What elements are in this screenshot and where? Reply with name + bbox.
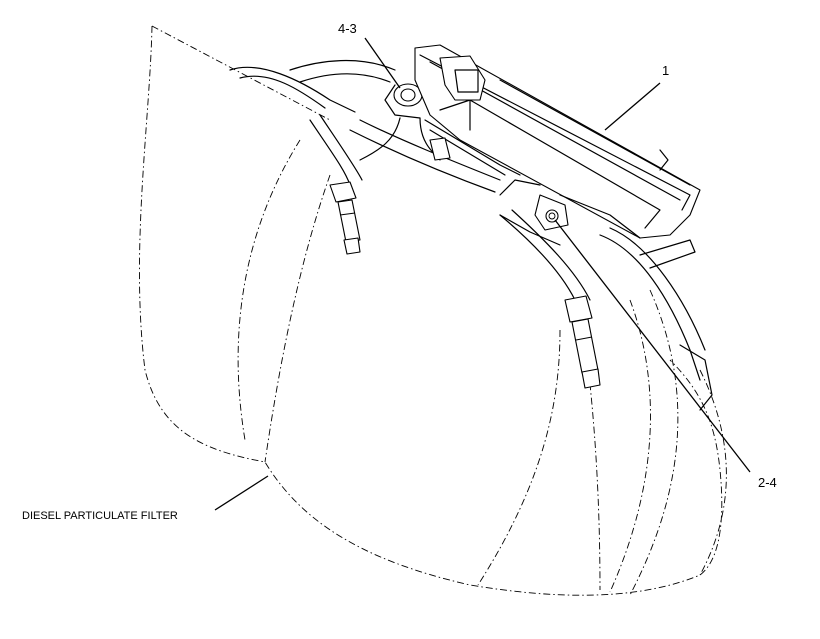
callout-diesel-particulate-filter: DIESEL PARTICULATE FILTER	[22, 510, 178, 522]
callout-part-4-3: 4-3	[338, 21, 357, 36]
callout-part-2-4: 2-4	[758, 475, 777, 490]
control-module-housing	[414, 44, 701, 246]
leader-line-filter	[214, 475, 269, 511]
mounting-straps	[229, 59, 713, 411]
temperature-sensor-right	[564, 295, 601, 389]
leader-line-4-3	[364, 37, 401, 89]
leader-line-1	[604, 82, 661, 131]
temperature-sensor-left	[329, 181, 361, 255]
leader-line-2-4	[554, 219, 751, 473]
callout-part-1: 1	[662, 63, 670, 78]
